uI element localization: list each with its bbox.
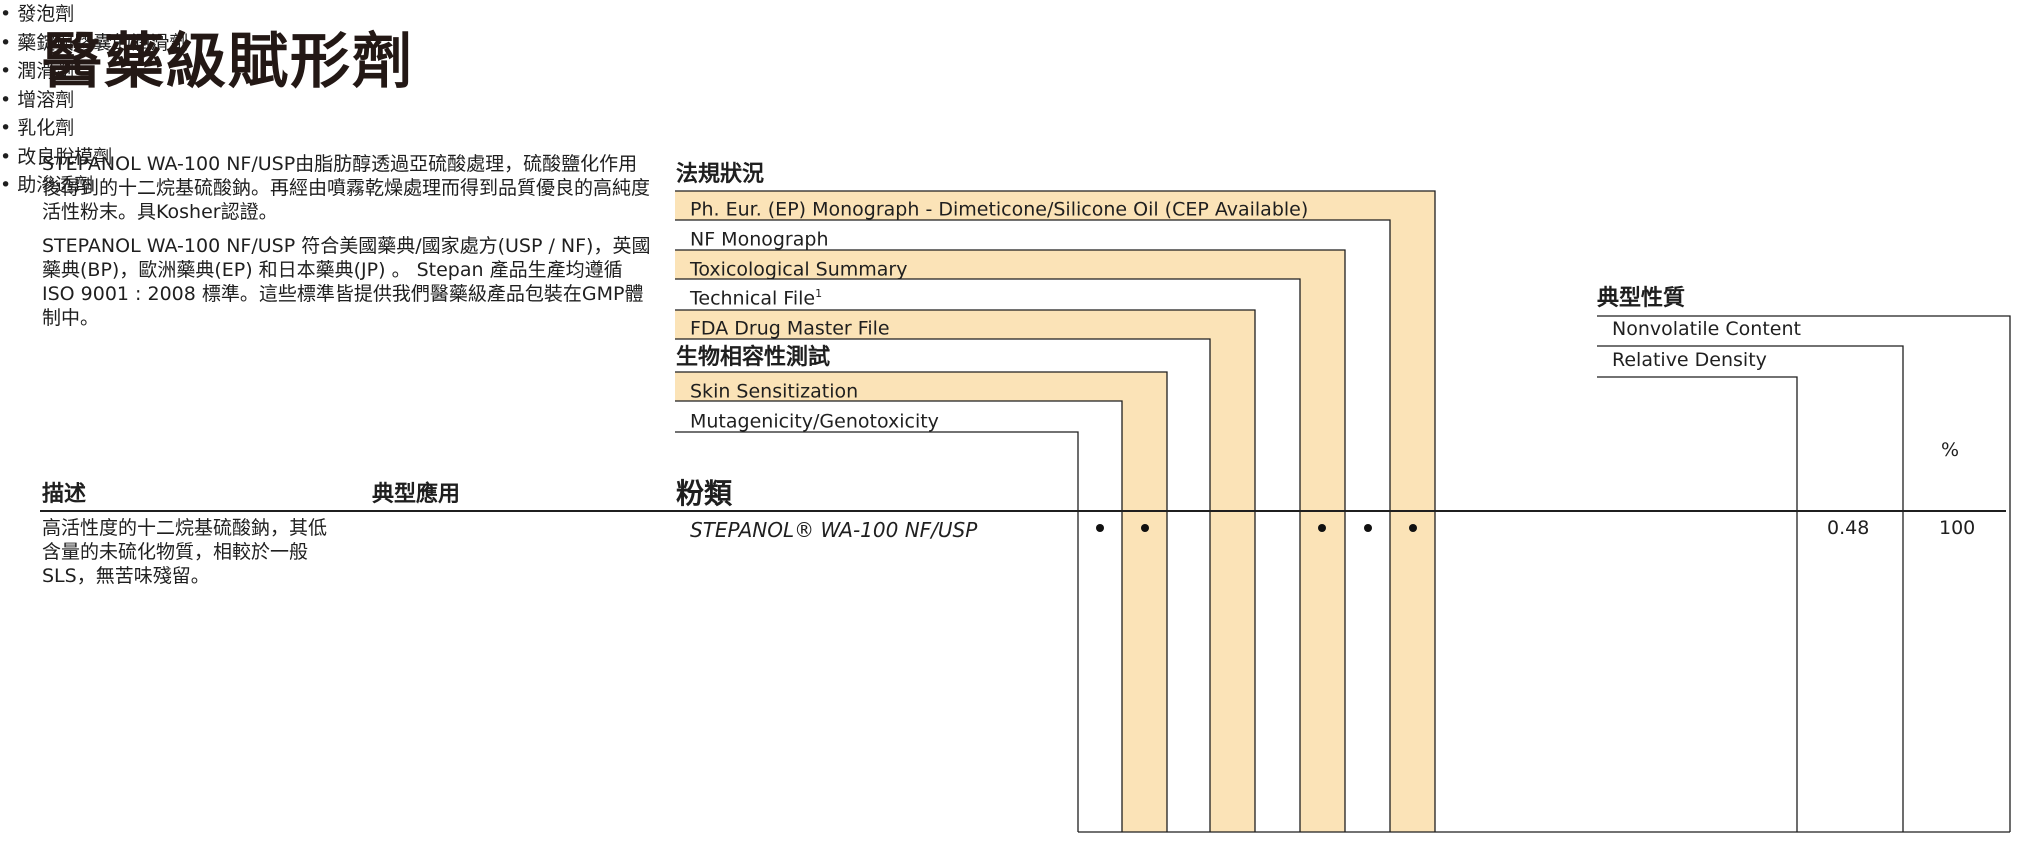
unit-label: % [1941, 439, 1960, 461]
product-description: 高活性度的十二烷基硫酸鈉，其低含量的未硫化物質，相較於一般SLS，無苦味殘留。 [42, 517, 328, 587]
label-relative-density: Relative Density [1612, 349, 1767, 371]
application-item: 潤滑劑 [0, 57, 2040, 86]
line-nf-monograph [675, 249, 1346, 832]
shade-skin-sens [1122, 401, 1167, 832]
line-skin-sens [675, 400, 1123, 832]
line-relative-density [1597, 376, 1798, 832]
label-ph-eur: Ph. Eur. (EP) Monograph - Dimeticone/Sil… [690, 198, 1309, 221]
line-nonvolatile [1597, 315, 2011, 832]
shaded-bands [675, 191, 1435, 832]
label-tox-summary: Toxicological Summary [690, 258, 908, 281]
line-skin-sens [675, 371, 1168, 832]
shade-skin-sens [675, 372, 1167, 401]
intro-paragraph: STEPANOL WA-100 NF/USP由脂肪醇透過亞硫酸處理，硫酸鹽化作用… [42, 153, 651, 223]
label-nf-monograph: NF Monograph [690, 228, 829, 251]
label-nonvolatile-content: Nonvolatile Content [1612, 318, 1801, 340]
column-header-applications: 典型應用 [372, 482, 461, 507]
label-mutagenicity: Mutagenicity/Genotoxicity [690, 410, 939, 433]
line-mutagenicity [675, 431, 1079, 832]
shade-tox-summary [675, 250, 1345, 279]
header-rule [40, 510, 2006, 512]
shade-tox-summary [1300, 279, 1345, 832]
intro-paragraph: STEPANOL WA-100 NF/USP 符合美國藥典/國家處方(USP /… [42, 235, 651, 329]
mark-tox-summary [1364, 524, 1372, 532]
application-list: 發泡劑 藥錠與膠囊的潤滑劑 潤滑劑 增溶劑 乳化劑 改良脫模劑 助滲透劑 [0, 0, 2040, 200]
line-ph-eur [675, 190, 1436, 832]
label-skin-sensitization: Skin Sensitization [690, 380, 859, 403]
line-tox-summary [675, 278, 1301, 832]
product-name: STEPANOL® WA-100 NF/USP [690, 518, 978, 542]
mark-skin-sensitization [1141, 524, 1149, 532]
application-item: 藥錠與膠囊的潤滑劑 [0, 29, 2040, 58]
column-header-description: 描述 [42, 482, 87, 507]
application-item: 助滲透劑 [0, 171, 2040, 200]
regulatory-status-heading: 法規狀況 [676, 162, 765, 187]
line-nonvolatile [1597, 345, 1904, 832]
connector-lines [675, 190, 2011, 833]
shade-fda-dmf [1210, 339, 1255, 832]
line-fda-dmf [675, 338, 1211, 832]
line-technical-file [675, 309, 1256, 832]
mark-mutagenicity [1096, 524, 1104, 532]
shade-ph-eur [675, 191, 1435, 220]
column-header-powder: 粉類 [676, 477, 733, 510]
application-item: 增溶劑 [0, 86, 2040, 115]
value-nonvolatile-content: 100 [1939, 517, 1976, 539]
shade-fda-dmf [675, 310, 1255, 339]
label-fda-dmf: FDA Drug Master File [690, 317, 890, 340]
application-item: 發泡劑 [0, 0, 2040, 29]
application-item: 乳化劑 [0, 114, 2040, 143]
mark-technical-file [1318, 524, 1326, 532]
application-item: 改良脫模劑 [0, 143, 2040, 172]
page-title: 醫藥級賦形劑 [42, 27, 414, 97]
biocompatibility-heading: 生物相容性測試 [676, 345, 831, 370]
typical-properties-heading: 典型性質 [1597, 286, 1686, 311]
value-relative-density: 0.48 [1827, 517, 1870, 539]
label-technical-file: Technical File1 [690, 287, 823, 310]
mark-nf-monograph [1409, 524, 1417, 532]
line-ph-eur [675, 219, 1391, 832]
